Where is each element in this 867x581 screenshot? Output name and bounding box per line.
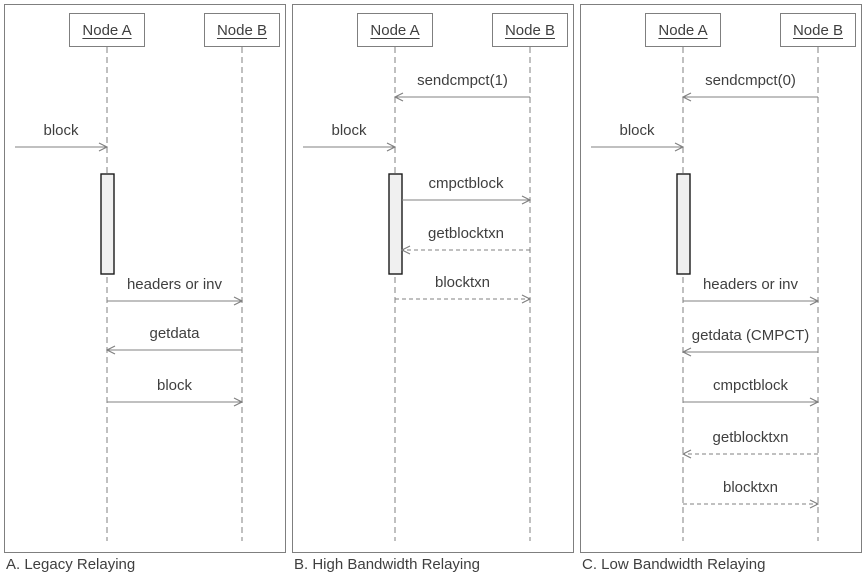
message-label-block: block xyxy=(43,122,79,139)
message-label-sendcmpct-0: sendcmpct(0) xyxy=(705,72,796,89)
node-a-box: Node A xyxy=(357,13,433,47)
panel-high-bandwidth: sendcmpct(1) block cmpctblock getblocktxn bl… xyxy=(292,4,574,553)
panel-low-bandwidth: sendcmpct(0) block headers or inv getdata (… xyxy=(580,4,862,553)
panel-legacy-lines xyxy=(15,47,287,541)
node-b-box: Node B xyxy=(204,13,280,47)
message-label-headers-or-inv: headers or inv xyxy=(126,276,223,293)
caption-legacy: A. Legacy Relaying xyxy=(6,556,136,573)
panel-low-bandwidth-lines xyxy=(591,47,863,541)
node-b-box: Node B xyxy=(492,13,568,47)
message-label-getblocktxn: getblocktxn xyxy=(712,429,789,446)
message-label-headers-or-inv: headers or inv xyxy=(702,276,799,293)
node-a-label: Node A xyxy=(370,21,420,39)
node-b-label: Node B xyxy=(792,21,844,39)
message-label-blocktxn: blocktxn xyxy=(434,274,491,291)
message-label-cmpctblock: cmpctblock xyxy=(428,175,504,192)
panel-high-bandwidth-lines xyxy=(303,47,575,541)
activation-bar xyxy=(100,173,115,275)
node-b-label: Node B xyxy=(504,21,556,39)
node-a-label: Node A xyxy=(82,21,132,39)
node-a-box: Node A xyxy=(645,13,721,47)
message-label-block: block xyxy=(331,122,367,139)
activation-bar xyxy=(676,173,691,275)
message-label-blocktxn: blocktxn xyxy=(722,479,779,496)
caption-high-bandwidth: B. High Bandwidth Relaying xyxy=(294,556,480,573)
node-b-box: Node B xyxy=(780,13,856,47)
message-label-getdata-cmpct: getdata (CMPCT) xyxy=(691,327,810,344)
message-label-cmpctblock: cmpctblock xyxy=(712,377,789,394)
message-label-block: block xyxy=(156,377,193,394)
node-a-box: Node A xyxy=(69,13,145,47)
node-b-label: Node B xyxy=(216,21,268,39)
caption-low-bandwidth: C. Low Bandwidth Relaying xyxy=(582,556,766,573)
node-a-label: Node A xyxy=(658,21,708,39)
message-label-getblocktxn: getblocktxn xyxy=(428,225,504,242)
message-label-getdata: getdata xyxy=(149,325,200,342)
message-label-block: block xyxy=(619,122,655,139)
activation-bar xyxy=(388,173,403,275)
message-label-sendcmpct-1: sendcmpct(1) xyxy=(417,72,508,89)
panel-legacy: block headers or inv getdata block Node A Nod… xyxy=(4,4,286,553)
